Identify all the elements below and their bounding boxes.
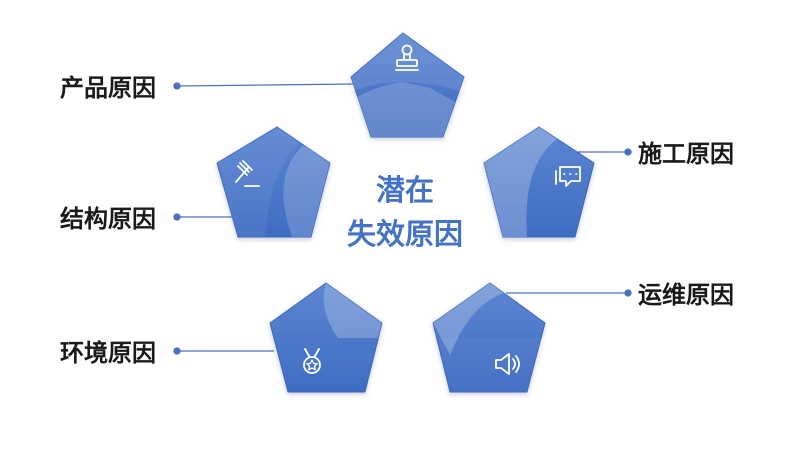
- cause-label-product: 产品原因: [60, 74, 156, 102]
- center-title-line2: 失效原因: [346, 217, 463, 251]
- gavel-icon: [235, 160, 260, 187]
- connector-product: [176, 83, 357, 87]
- connector-dot-product: [173, 82, 181, 90]
- pentagon-environment: [269, 282, 383, 393]
- stamp-icon: [395, 44, 419, 71]
- pentagon-construction: [483, 126, 595, 238]
- cause-label-environment: 环境原因: [60, 339, 156, 367]
- connector-dot-construction: [624, 148, 632, 156]
- cause-label-structure: 结构原因: [60, 205, 156, 233]
- connector-dot-structure: [173, 213, 181, 221]
- chat-icon: [555, 166, 581, 187]
- pentagon-maintenance: [432, 282, 546, 393]
- connectors: [173, 82, 632, 355]
- cause-label-construction: 施工原因: [638, 140, 734, 168]
- medal-icon: [303, 348, 321, 374]
- cause-label-maintenance: 运维原因: [638, 281, 734, 309]
- center-title-line1: 潜在: [375, 173, 434, 207]
- speaker-icon: [495, 353, 520, 375]
- pentagon-structure: [216, 126, 331, 238]
- connector-dot-environment: [173, 347, 181, 355]
- connector-dot-maintenance: [624, 289, 632, 297]
- pentagon-product: [350, 32, 465, 138]
